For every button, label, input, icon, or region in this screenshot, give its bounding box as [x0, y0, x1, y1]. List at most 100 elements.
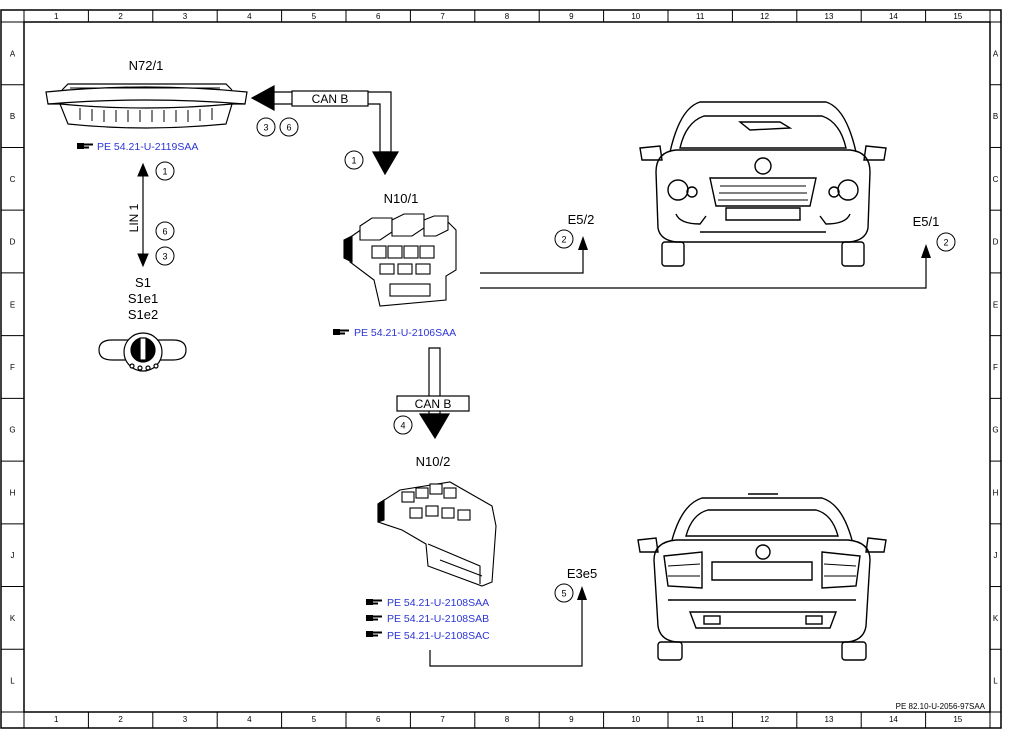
grid-row-label: D — [10, 238, 16, 247]
marker-e5-2: 2 — [554, 229, 574, 249]
grid-row-label: H — [10, 488, 16, 497]
grid-row-label: G — [9, 426, 15, 435]
grid-column-label: 11 — [696, 715, 705, 724]
link-pe-2108b[interactable]: PE 54.21-U-2108SAB — [387, 613, 489, 625]
grid-column-label: 12 — [760, 715, 769, 724]
grid-column-label: 9 — [569, 715, 574, 724]
grid-column-label: 2 — [118, 12, 123, 21]
grid-row-label: D — [993, 238, 999, 247]
grid-column-label: 5 — [312, 12, 317, 21]
component-label-e3e5: E3e5 — [567, 566, 597, 581]
link-pe-2108c[interactable]: PE 54.21-U-2108SAC — [387, 630, 490, 642]
grid-row-label: F — [993, 363, 998, 372]
grid-column-label: 15 — [953, 715, 962, 724]
grid-column-label: 13 — [825, 12, 834, 21]
component-label-n72-1: N72/1 — [129, 58, 164, 73]
marker-e3e5: 5 — [554, 583, 574, 603]
marker-lin-up: 1 — [155, 161, 175, 181]
grid-column-label: 7 — [440, 12, 445, 21]
vehicle-rear-view — [637, 493, 887, 661]
grid-row-label: C — [993, 175, 999, 184]
grid-row-label: L — [10, 677, 15, 686]
link-pe-2119[interactable]: PE 54.21-U-2119SAA — [97, 141, 198, 153]
svg-text:4: 4 — [400, 421, 405, 431]
can-bottom-arrow — [396, 347, 470, 440]
grid-row-label: A — [10, 49, 16, 58]
bus-label-can-bottom: CAN B — [415, 397, 452, 411]
grid-column-label: 13 — [825, 715, 834, 724]
grid-column-label: 11 — [696, 12, 705, 21]
grid-row-label: G — [992, 426, 998, 435]
component-label-s1e2: S1e2 — [128, 307, 158, 322]
grid-row-label: F — [10, 363, 15, 372]
grid-column-label: 2 — [118, 715, 123, 724]
grid-row-label: J — [11, 551, 15, 560]
svg-text:3: 3 — [162, 252, 167, 262]
grid-row-label: E — [10, 300, 15, 309]
inner-frame — [23, 21, 991, 713]
marker-can-down: 1 — [344, 150, 364, 170]
svg-text:5: 5 — [561, 589, 566, 599]
svg-text:6: 6 — [286, 123, 291, 133]
n10-1-module-drawing — [343, 213, 457, 307]
grid-column-label: 4 — [247, 715, 252, 724]
marker-lin-3: 3 — [155, 246, 175, 266]
grid-column-label: 9 — [569, 12, 574, 21]
component-label-e5-1: E5/1 — [913, 214, 940, 229]
marker-can-left-b: 6 — [279, 117, 299, 137]
grid-row-label: C — [10, 175, 16, 184]
bus-label-lin: LIN 1 — [127, 203, 141, 232]
marker-can-bottom: 4 — [393, 415, 413, 435]
marker-can-left-a: 3 — [256, 117, 276, 137]
grid-row-label: E — [993, 300, 998, 309]
component-label-s1e1: S1e1 — [128, 291, 158, 306]
grid-column-label: 6 — [376, 12, 381, 21]
pe-2108c-hand-icon — [366, 631, 382, 637]
bus-label-can-top: CAN B — [312, 92, 349, 106]
signal-line-e3e5 — [429, 598, 583, 667]
lin-bus-arrow — [137, 162, 149, 268]
n72-1-module-drawing — [45, 83, 248, 129]
component-label-s1: S1 — [135, 275, 151, 290]
marker-e5-1: 2 — [936, 232, 956, 252]
grid-column-label: 14 — [889, 715, 898, 724]
grid-column-label: 3 — [183, 12, 188, 21]
svg-text:1: 1 — [351, 156, 356, 166]
pe-2108b-hand-icon — [366, 615, 382, 621]
link-pe-2106[interactable]: PE 54.21-U-2106SAA — [354, 327, 456, 339]
grid-column-label: 8 — [505, 715, 510, 724]
component-label-n10-1: N10/1 — [384, 191, 419, 206]
arrowhead-e3e5 — [577, 586, 587, 600]
pe-2108a-hand-icon — [366, 599, 382, 605]
n10-2-module-drawing — [377, 481, 497, 587]
grid-column-label: 14 — [889, 12, 898, 21]
grid-column-label: 8 — [505, 12, 510, 21]
component-label-n10-2: N10/2 — [416, 454, 451, 469]
marker-lin-6: 6 — [155, 221, 175, 241]
s1-switch-drawing — [98, 332, 187, 372]
grid-row-label: H — [993, 488, 999, 497]
grid-column-label: 12 — [760, 12, 769, 21]
grid-row-label: K — [993, 614, 999, 623]
grid-column-label: 5 — [312, 715, 317, 724]
grid-row-label: A — [993, 49, 999, 58]
grid-column-label: 15 — [953, 12, 962, 21]
link-pe-2108a[interactable]: PE 54.21-U-2108SAA — [387, 597, 489, 609]
grid-column-label: 7 — [440, 715, 445, 724]
component-label-e5-2: E5/2 — [568, 212, 595, 227]
grid-column-label: 4 — [247, 12, 252, 21]
grid-row-label: B — [993, 112, 998, 121]
grid-column-label: 10 — [631, 12, 640, 21]
svg-text:3: 3 — [263, 123, 268, 133]
grid-column-label: 10 — [631, 715, 640, 724]
grid-column-label: 1 — [54, 715, 59, 724]
svg-text:1: 1 — [162, 167, 167, 177]
vehicle-front-view — [639, 101, 887, 267]
arrowheads-e5 — [578, 236, 931, 258]
grid-row-label: B — [10, 112, 15, 121]
grid-ticks — [1, 10, 1001, 728]
can-top-arrow — [250, 84, 400, 176]
footer-document-code: PE 82.10-U-2056-97SAA — [896, 702, 986, 711]
